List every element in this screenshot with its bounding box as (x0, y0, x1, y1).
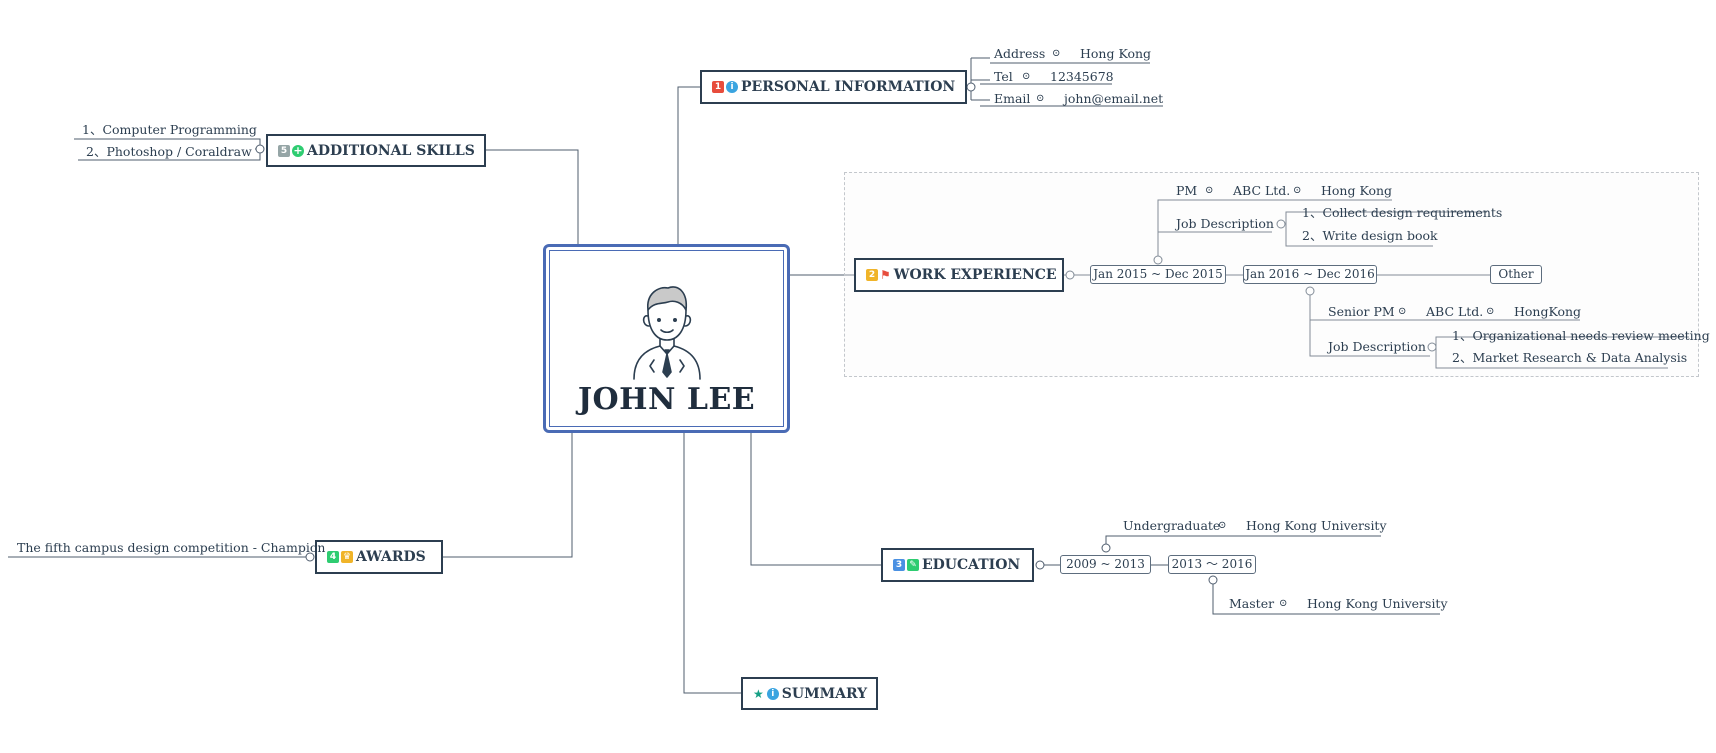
email-key: Email (994, 91, 1031, 106)
degree-master: Master (1229, 596, 1275, 611)
work-period-2015[interactable]: Jan 2015 ~ Dec 2015 (1090, 265, 1226, 284)
address-key: Address (994, 46, 1046, 61)
priority-5-badge: 5 (278, 144, 290, 157)
work-period-2016[interactable]: Jan 2016 ~ Dec 2016 (1243, 265, 1377, 284)
trophy-icon: ♛ (341, 551, 353, 563)
school-master: Hong Kong University (1307, 596, 1448, 611)
summary-label: SUMMARY (781, 685, 868, 702)
education-period-2013[interactable]: 2013 〜 2016 (1168, 555, 1256, 574)
education-period-2009[interactable]: 2009 ~ 2013 (1060, 555, 1151, 574)
address-value: Hong Kong (1080, 46, 1152, 61)
duty-item: 1、Organizational needs review meeting (1452, 328, 1710, 343)
duty-item: 2、Write design book (1302, 228, 1438, 243)
priority-3-badge: 3 (893, 559, 905, 571)
central-node-inner (549, 250, 784, 427)
school-undergraduate: Hong Kong University (1246, 518, 1387, 533)
skill-item: 2、Photoshop / Coraldraw (86, 144, 252, 159)
skill-item: 1、Computer Programming (82, 122, 257, 137)
other-node[interactable]: Other (1490, 265, 1542, 284)
man-avatar-icon (633, 286, 701, 380)
separator-icon: ⊙ (1205, 185, 1214, 196)
duty-item: 2、Market Research & Data Analysis (1452, 350, 1688, 365)
email-value: john@email.net (1064, 91, 1164, 106)
degree-undergraduate: Undergraduate (1123, 518, 1221, 533)
separator-icon: ⊙ (1293, 185, 1302, 196)
education-node[interactable]: 3 ✎ EDUCATION (881, 548, 1034, 582)
separator-icon: ⊙ (1036, 93, 1045, 104)
awards-label: AWARDS (356, 549, 426, 565)
priority-1-badge: 1 (712, 81, 724, 93)
plus-icon: + (292, 143, 304, 157)
info-icon: i (726, 81, 738, 93)
tel-key: Tel (994, 69, 1013, 84)
separator-icon: ⊙ (1218, 520, 1227, 531)
separator-icon: ⊙ (1052, 48, 1061, 59)
additional-skills-label: ADDITIONAL SKILLS (307, 142, 475, 159)
separator-icon: ⊙ (1022, 71, 1031, 82)
info-icon: i (766, 687, 779, 700)
company-2015: ABC Ltd. (1233, 183, 1291, 198)
work-experience-node[interactable]: 2 ⚑ WORK EXPERIENCE (854, 258, 1064, 292)
personal-information-label: PERSONAL INFORMATION (741, 79, 956, 95)
job-description-2016: Job Description (1328, 339, 1426, 354)
pencil-icon: ✎ (907, 559, 919, 571)
location-2015: Hong Kong (1321, 183, 1393, 198)
tel-value: 12345678 (1050, 69, 1114, 84)
summary-node[interactable]: ★ i SUMMARY (741, 677, 878, 710)
separator-icon: ⊙ (1398, 306, 1407, 317)
priority-4-badge: 4 (327, 551, 339, 563)
priority-2-badge: 2 (866, 269, 878, 281)
flag-icon: ⚑ (880, 268, 891, 282)
work-experience-label: WORK EXPERIENCE (893, 267, 1057, 283)
location-2016: HongKong (1514, 304, 1582, 319)
company-2016: ABC Ltd. (1426, 304, 1484, 319)
role-2015: PM (1176, 183, 1198, 198)
award-item: The fifth campus design competition - Ch… (17, 540, 326, 555)
central-name: JOHN LEE (577, 382, 756, 417)
star-icon: ★ (753, 686, 764, 701)
additional-skills-node[interactable]: 5 + ADDITIONAL SKILLS (266, 134, 486, 167)
central-node[interactable]: JOHN LEE (543, 244, 790, 433)
separator-icon: ⊙ (1486, 306, 1495, 317)
personal-information-node[interactable]: 1 i PERSONAL INFORMATION (700, 70, 967, 104)
awards-node[interactable]: 4 ♛ AWARDS (315, 540, 443, 574)
separator-icon: ⊙ (1279, 598, 1288, 609)
job-description-2015: Job Description (1176, 216, 1274, 231)
role-2016: Senior PM (1328, 304, 1395, 319)
duty-item: 1、Collect design requirements (1302, 205, 1503, 220)
education-label: EDUCATION (922, 557, 1021, 573)
